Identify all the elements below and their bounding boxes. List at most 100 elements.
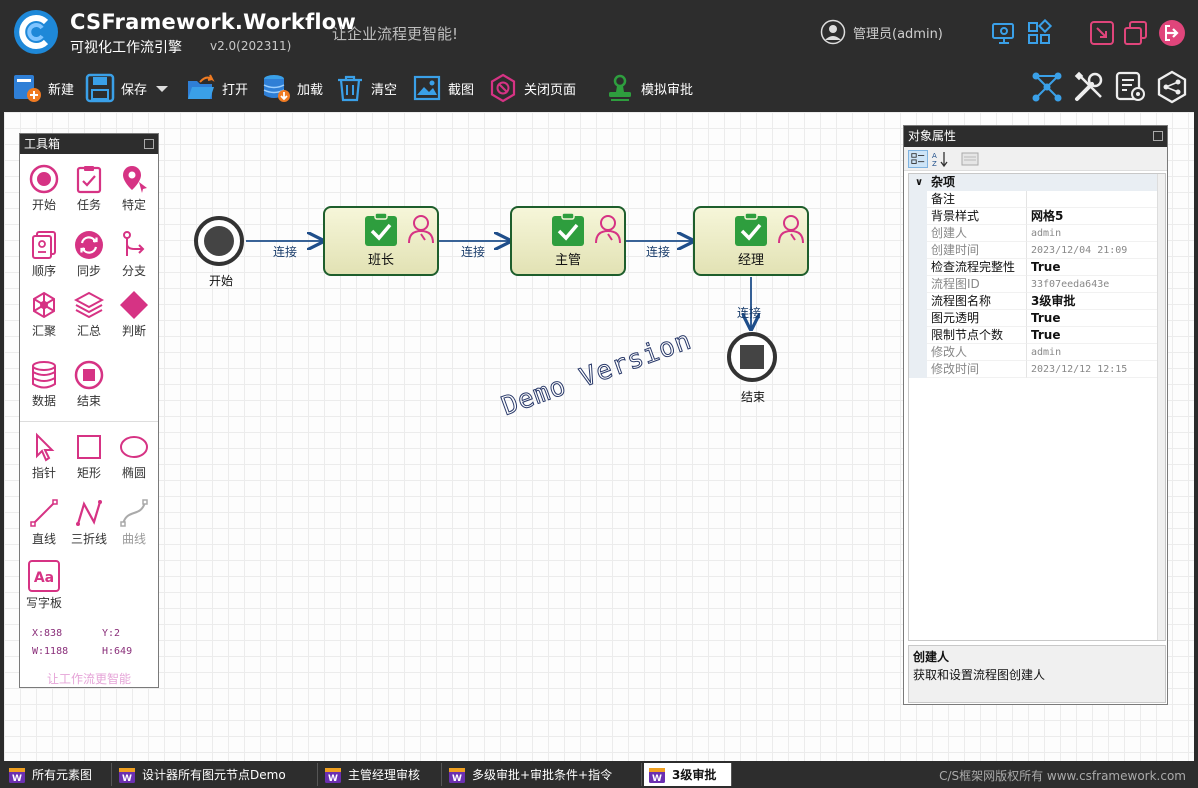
save-button[interactable]: 保存 (85, 70, 147, 106)
categorized-view-icon[interactable] (908, 150, 928, 168)
toolbox-rect[interactable]: 矩形 (67, 432, 111, 481)
form-settings-icon[interactable] (1114, 70, 1148, 104)
property-value[interactable]: True (1027, 310, 1165, 327)
property-value[interactable]: admin (1027, 344, 1165, 361)
tab-label: 主管经理审核 (348, 768, 421, 782)
app-title: CSFramework.Workflow (70, 10, 357, 34)
toolbox-textpad[interactable]: Aa 写字板 (22, 560, 66, 611)
property-gutter (909, 225, 927, 242)
exit-fullscreen-icon[interactable] (1088, 19, 1116, 47)
tab-label: 多级审批+审批条件+指令 (472, 768, 613, 782)
toolbox-label: 指针 (31, 466, 56, 480)
window-restore-icon[interactable] (1122, 19, 1150, 47)
end-node[interactable] (726, 331, 778, 383)
toolbox-task[interactable]: 任务 (67, 164, 111, 213)
layers-icon (74, 291, 104, 319)
open-button[interactable]: 打开 (186, 70, 248, 106)
property-value[interactable]: 33f07eeda643e (1027, 276, 1165, 293)
property-pages-icon[interactable] (960, 150, 980, 168)
start-node[interactable] (193, 215, 245, 267)
property-name: 限制节点个数 (927, 327, 1027, 344)
toolbox-curve[interactable]: 曲线 (112, 498, 156, 547)
toolbox-sync[interactable]: 同步 (67, 230, 111, 279)
line-icon (30, 499, 58, 527)
property-category[interactable]: ∨ 杂项 (909, 174, 1165, 191)
toolbox-sequence[interactable]: 顺序 (22, 230, 66, 279)
property-value[interactable]: 2023/12/12 12:15 (1027, 361, 1165, 378)
svg-text:A: A (932, 152, 937, 160)
logout-icon[interactable] (1158, 19, 1186, 47)
property-value[interactable]: 3级审批 (1027, 293, 1165, 310)
toolbox-line[interactable]: 直线 (22, 498, 66, 547)
new-button[interactable]: 新建 (12, 70, 74, 106)
alphabetical-sort-icon[interactable]: A Z (931, 150, 951, 168)
property-grid-scrollbar[interactable] (1157, 174, 1165, 640)
node-banzhang[interactable]: 班长 (323, 206, 439, 276)
toolbox-ellipse[interactable]: 椭圆 (112, 432, 156, 481)
toolbox-pointer[interactable]: 指针 (22, 432, 66, 481)
network-settings-icon[interactable] (990, 19, 1018, 47)
toolbox-summary[interactable]: 汇总 (67, 290, 111, 339)
workflow-network-icon[interactable] (1030, 70, 1064, 104)
property-gutter (909, 276, 927, 293)
property-value[interactable]: True (1027, 327, 1165, 344)
property-row[interactable]: 备注 (909, 191, 1165, 208)
property-value[interactable] (1027, 191, 1165, 208)
toolbox-polyline[interactable]: 三折线 (67, 498, 111, 547)
property-value[interactable]: True (1027, 259, 1165, 276)
property-row[interactable]: 背景样式网格5 (909, 208, 1165, 225)
hexagon-network-icon[interactable] (1155, 70, 1189, 104)
toolbox-data[interactable]: 数据 (22, 360, 66, 409)
toolbox-branch[interactable]: 分支 (112, 230, 156, 279)
new-file-icon (14, 75, 41, 102)
property-value[interactable]: 网格5 (1027, 208, 1165, 225)
toolbox-end[interactable]: 结束 (67, 360, 111, 409)
toolbox-decision[interactable]: 判断 (112, 290, 156, 339)
property-gutter (909, 293, 927, 310)
apps-grid-icon[interactable] (1025, 19, 1053, 47)
property-value[interactable]: 2023/12/04 21:09 (1027, 242, 1165, 259)
toolbox-specific[interactable]: 特定 (112, 164, 156, 213)
edge-label[interactable]: 连接 (461, 245, 486, 259)
property-value[interactable]: admin (1027, 225, 1165, 242)
clear-button[interactable]: 清空 (335, 70, 397, 106)
node-zhuguan[interactable]: 主管 (510, 206, 626, 276)
toolbox-label: 特定 (121, 198, 146, 212)
node-jingli[interactable]: 经理 (693, 206, 809, 276)
open-label: 打开 (222, 82, 249, 98)
collapse-arrow-icon[interactable]: ∨ (915, 177, 924, 188)
toolbox-start[interactable]: 开始 (22, 164, 66, 213)
edge-label[interactable]: 连接 (737, 306, 762, 320)
edge-label[interactable]: 连接 (646, 245, 671, 259)
panel-pin-icon[interactable] (144, 139, 154, 149)
toolbox-merge[interactable]: 汇聚 (22, 290, 66, 339)
logo-icon (14, 10, 58, 54)
image-icon (413, 75, 441, 101)
close-page-button[interactable]: 关闭页面 (488, 70, 576, 106)
user-avatar-icon[interactable] (820, 19, 846, 45)
screenshot-button[interactable]: 截图 (412, 70, 474, 106)
user-name[interactable]: 管理员(admin) (853, 27, 943, 42)
chevron-down-icon[interactable] (155, 84, 169, 94)
load-button[interactable]: 加载 (261, 70, 323, 106)
edge-label[interactable]: 连接 (273, 245, 298, 259)
toolbox-label: 开始 (31, 198, 56, 212)
tools-icon[interactable] (1072, 70, 1106, 104)
simulate-approval-button[interactable]: 模拟审批 (605, 70, 693, 106)
panel-pin-icon[interactable] (1153, 131, 1163, 141)
